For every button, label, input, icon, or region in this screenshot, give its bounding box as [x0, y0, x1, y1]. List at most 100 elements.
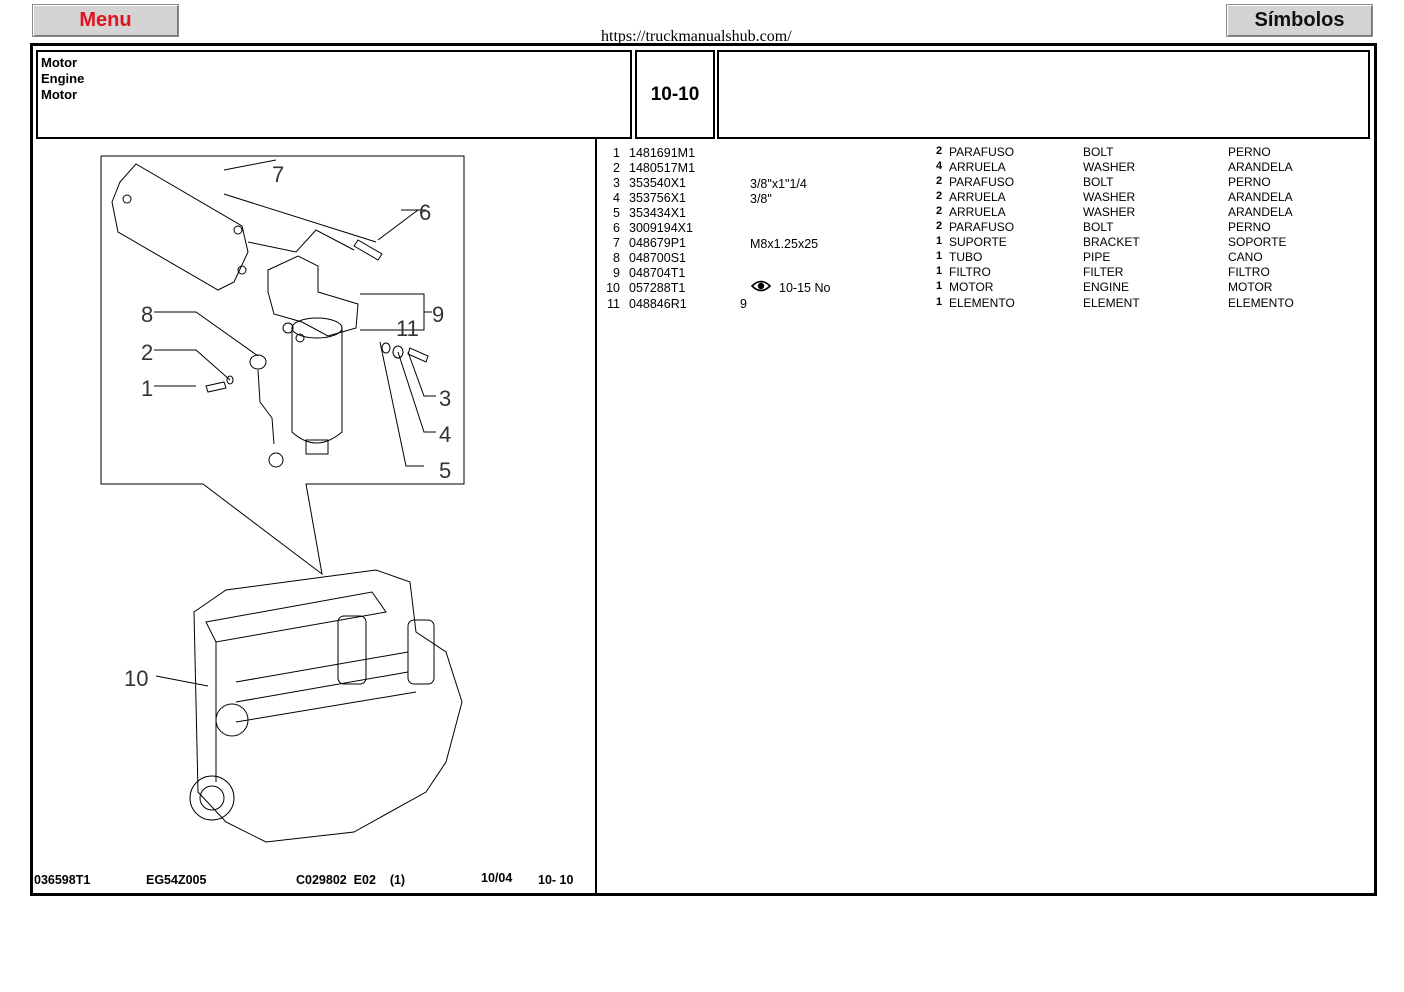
exploded-parts-drawing: 7 6 8 2 1 9 11 3 4 5 10: [100, 155, 465, 843]
quantity: 1: [936, 235, 943, 248]
desc-en: FILTER: [1083, 265, 1124, 280]
desc-es: ARANDELA: [1228, 205, 1293, 220]
desc-pt: PARAFUSO: [949, 220, 1015, 235]
desc-pt: ARRUELA: [949, 190, 1006, 205]
spec: 10-15 No: [779, 281, 831, 296]
page-frame: [30, 43, 1377, 896]
desc-pt: FILTRO: [949, 265, 991, 280]
desc-es: SOPORTE: [1228, 235, 1287, 250]
item-number: 6: [613, 221, 620, 236]
footer-model: EG54Z005: [146, 873, 207, 887]
desc-pt: SUPORTE: [949, 235, 1007, 250]
desc-pt: PARAFUSO: [949, 175, 1015, 190]
desc-pt: ELEMENTO: [949, 295, 1015, 310]
quantity: 1: [936, 265, 943, 278]
callout-4: 4: [439, 422, 451, 447]
callout-8: 8: [141, 302, 153, 327]
callout-10: 10: [124, 666, 148, 691]
desc-en: BOLT: [1083, 145, 1114, 159]
detail-inset: [100, 155, 465, 576]
item-number: 2: [613, 161, 620, 176]
desc-es: MOTOR: [1228, 280, 1273, 295]
footer-code: C029802 E02 (1): [296, 873, 406, 887]
column-divider: [595, 139, 597, 894]
title-es: Motor: [41, 87, 78, 102]
quantity: 2: [936, 190, 943, 203]
title-en: Engine: [41, 71, 85, 86]
callout-5: 5: [439, 458, 451, 483]
item-number: 11: [607, 296, 620, 311]
engine-block-part: [193, 569, 463, 843]
footer-group: 10- 10: [538, 873, 574, 887]
part-number: 3009194X1: [629, 221, 693, 236]
desc-en: WASHER: [1083, 160, 1136, 175]
callout-3: 3: [439, 386, 451, 411]
desc-en: WASHER: [1083, 190, 1136, 205]
bracket-plate-part: [111, 163, 249, 291]
desc-es: FILTRO: [1228, 265, 1270, 280]
quantity: 1: [936, 280, 943, 293]
item-number: 1: [613, 146, 620, 160]
part-number: 1480517M1: [629, 161, 696, 176]
part-number: 048846R1: [629, 296, 687, 311]
desc-en: BRACKET: [1083, 235, 1140, 250]
desc-es: PERNO: [1228, 145, 1271, 159]
title-pt: Motor: [41, 55, 78, 70]
quantity: 1: [936, 295, 943, 308]
callout-6: 6: [419, 200, 431, 225]
desc-en: BOLT: [1083, 220, 1114, 235]
bolt-6-part: [353, 239, 383, 261]
item-number: 3: [613, 176, 620, 191]
quantity: 4: [936, 160, 943, 173]
callout-7: 7: [272, 162, 284, 187]
desc-en: ELEMENT: [1083, 295, 1140, 310]
callout-2: 2: [141, 340, 153, 365]
item-number: 7: [613, 236, 620, 251]
part-number: 1481691M1: [629, 146, 696, 160]
spec: 9: [740, 296, 747, 311]
desc-es: PERNO: [1228, 175, 1271, 190]
item-number: 5: [613, 206, 620, 221]
desc-pt: ARRUELA: [949, 160, 1006, 175]
spec: 3/8"x1"1/4: [750, 177, 807, 192]
pipe-part: [249, 354, 267, 370]
desc-pt: ARRUELA: [949, 205, 1006, 220]
item-number: 8: [613, 251, 620, 266]
quantity: 2: [936, 145, 943, 157]
menu-button[interactable]: Menu: [32, 4, 179, 37]
footer-ref: 036598T1: [34, 873, 91, 887]
desc-en: ENGINE: [1083, 280, 1130, 295]
callout-11: 11: [396, 316, 419, 341]
description-box: [717, 50, 1370, 139]
part-number: 353756X1: [629, 191, 687, 206]
desc-pt: TUBO: [949, 250, 983, 265]
title-box: Motor Engine Motor: [36, 50, 632, 139]
desc-es: PERNO: [1228, 220, 1271, 235]
desc-pt: MOTOR: [949, 280, 994, 295]
quantity: 2: [936, 220, 943, 233]
spec: 3/8": [750, 192, 772, 207]
source-url[interactable]: https://truckmanualshub.com/: [601, 28, 792, 45]
part-number: 048700S1: [629, 251, 687, 266]
item-number: 4: [613, 191, 620, 206]
symbols-button[interactable]: Símbolos: [1226, 4, 1373, 37]
table-row: 6 3009194X1 2 PARAFUSO BOLT PERNO: [0, 220, 1400, 236]
part-number: 353434X1: [629, 206, 687, 221]
part-number: 057288T1: [629, 281, 686, 296]
filter-bracket-part: [267, 255, 359, 337]
filter-part: [291, 328, 343, 444]
spec: M8x1.25x25: [750, 237, 819, 252]
part-number: 048704T1: [629, 266, 686, 281]
table-row: 11 048846R1 9 1 ELEMENTO ELEMENT ELEMENTO: [0, 295, 1400, 312]
desc-es: ELEMENTO: [1228, 295, 1294, 310]
callout-1: 1: [141, 376, 153, 401]
